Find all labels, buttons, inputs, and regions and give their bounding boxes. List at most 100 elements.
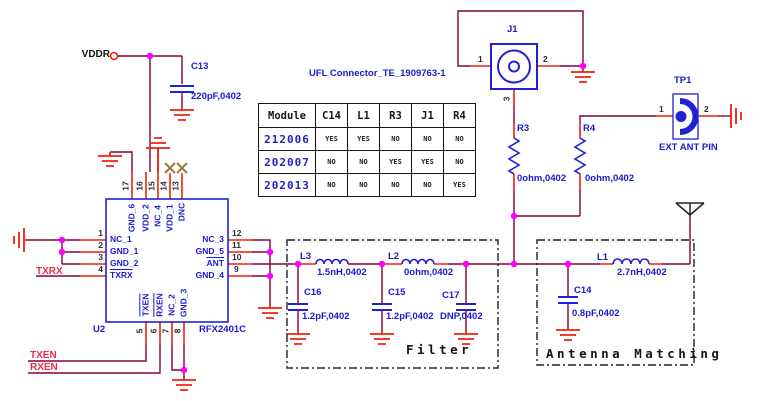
- ground-symbols: [13, 66, 742, 391]
- antenna-matching-box: [536, 239, 695, 366]
- u2-pin1-number: 1: [98, 228, 103, 238]
- u2-ref: U2: [93, 324, 106, 335]
- table-cell: YES: [379, 150, 412, 174]
- capacitor-c13: [170, 85, 194, 93]
- vddr-net-label: VDDR: [81, 49, 110, 60]
- j1-pin1-number: 1: [478, 54, 483, 64]
- ground-symbol: [98, 152, 122, 167]
- u2-pin15-name: NC_4: [152, 205, 163, 227]
- table-cell: NO: [411, 173, 444, 197]
- l1-ref: L1: [597, 252, 609, 263]
- tp1-ext-ant-pin-label: EXT ANT PIN: [659, 142, 718, 153]
- table-header-row: Module C14 L1 R3 J1 R4: [258, 103, 476, 128]
- capacitor-c16: [288, 303, 308, 311]
- u2-pin17-name: GND_6: [126, 203, 137, 233]
- inductor-symbols: [315, 258, 650, 265]
- table-header-r4: R4: [443, 103, 476, 128]
- net-wires: [28, 10, 731, 380]
- ground-symbol: [172, 379, 196, 391]
- table-cell: YES: [443, 173, 476, 197]
- resistor-r4: [573, 137, 587, 175]
- u2-pin4-number: 4: [98, 264, 103, 274]
- pin-stub-wires: [80, 65, 718, 345]
- module-config-table: Module C14 L1 R3 J1 R4 212006 YES YES NO…: [258, 103, 476, 197]
- table-cell: NO: [411, 127, 444, 151]
- table-header-r3: R3: [379, 103, 412, 128]
- ground-symbol-left: [13, 228, 28, 252]
- u2-pin2-name: GND_1: [110, 246, 139, 256]
- u2-pin10-name: ANT: [206, 258, 224, 268]
- c17-ref: C17: [442, 290, 460, 301]
- j1-pin2-number: 2: [543, 54, 548, 64]
- u2-pin17-number: 17: [120, 181, 131, 191]
- module-number-cell: 202007: [258, 150, 316, 174]
- vddr-terminal-circle: [109, 51, 119, 61]
- r3-ref: R3: [517, 123, 530, 134]
- inductor-l3: [315, 258, 349, 265]
- filter-box: [286, 239, 499, 369]
- capacitor-c17: [456, 303, 476, 311]
- u2-pin5-name: TXEN: [140, 293, 151, 317]
- section-boxes: [286, 239, 695, 369]
- l1-value: 2.7nH,0402: [617, 267, 667, 278]
- u2-pin6-name: RXEN: [154, 293, 165, 317]
- ground-symbol: [258, 304, 282, 319]
- r4-value: 0ohm,0402: [585, 173, 635, 184]
- ground-symbol: [170, 106, 194, 121]
- c14-ref: C14: [574, 285, 592, 296]
- j1-description: UFL Connector_TE_1909763-1: [309, 68, 446, 79]
- u2-pin1-name: NC_1: [110, 234, 132, 244]
- j1-pin3-number: 3: [501, 96, 512, 102]
- resistor-symbols: [507, 137, 587, 175]
- tp1-testpoint-symbol: [672, 93, 699, 140]
- u2-pin7-name: NC_2: [166, 294, 177, 316]
- table-cell: NO: [379, 173, 412, 197]
- no-connect-x-icons: [164, 162, 188, 174]
- u2-pin14-number: 14: [158, 181, 169, 191]
- tp1-pin1-number: 1: [659, 104, 664, 114]
- table-cell: YES: [347, 127, 380, 151]
- junction-dots: [58, 52, 587, 374]
- ground-symbol: [454, 330, 478, 345]
- table-header-module: Module: [258, 103, 316, 128]
- u2-pin10-number: 10: [232, 252, 242, 262]
- r3-value: 0ohm,0402: [517, 173, 567, 184]
- l2-ref: L2: [388, 251, 400, 262]
- u2-pin4-name: TXRX: [110, 270, 133, 280]
- c13-value: 220pF,0402: [191, 91, 242, 102]
- c15-ref: C15: [388, 287, 406, 298]
- table-cell: NO: [443, 150, 476, 174]
- j1-ref: J1: [507, 24, 518, 35]
- u2-pin8-number: 8: [172, 328, 183, 334]
- filter-section-label: Filter: [406, 342, 473, 357]
- u2-pin5-number: 5: [134, 328, 145, 334]
- u2-pin7-number: 7: [160, 328, 171, 334]
- c14-value: 0.8pF,0402: [572, 308, 620, 319]
- c17-value: DNP,0402: [440, 311, 483, 322]
- table-header-j1: J1: [411, 103, 444, 128]
- table-cell: NO: [315, 150, 348, 174]
- u2-pin12-name: NC_3: [202, 234, 224, 244]
- l3-ref: L3: [300, 251, 312, 262]
- u2-pin3-number: 3: [98, 252, 103, 262]
- table-cell: NO: [347, 150, 380, 174]
- u2-pin13-name: DNC: [176, 202, 187, 222]
- table-cell: YES: [411, 150, 444, 174]
- rxen-net-label: RXEN: [30, 362, 58, 373]
- u2-pin12-number: 12: [232, 228, 242, 238]
- u2-pin13-number: 13: [170, 181, 181, 191]
- module-number-cell: 212006: [258, 127, 316, 151]
- l3-value: 1.5nH,0402: [317, 267, 367, 278]
- tp1-ref: TP1: [674, 75, 692, 86]
- table-row: 202007 NO NO YES YES NO: [258, 150, 476, 174]
- inductor-l1: [612, 258, 650, 265]
- table-row: 212006 YES YES NO NO NO: [258, 127, 476, 151]
- capacitor-c15: [372, 303, 392, 311]
- table-cell: NO: [347, 173, 380, 197]
- ground-symbol-inverted: [146, 137, 170, 172]
- table-header-c14: C14: [315, 103, 348, 128]
- table-row: 202013 NO NO NO NO YES: [258, 173, 476, 197]
- capacitor-c14: [558, 296, 578, 304]
- u2-pin9-name: GND_4: [195, 270, 224, 280]
